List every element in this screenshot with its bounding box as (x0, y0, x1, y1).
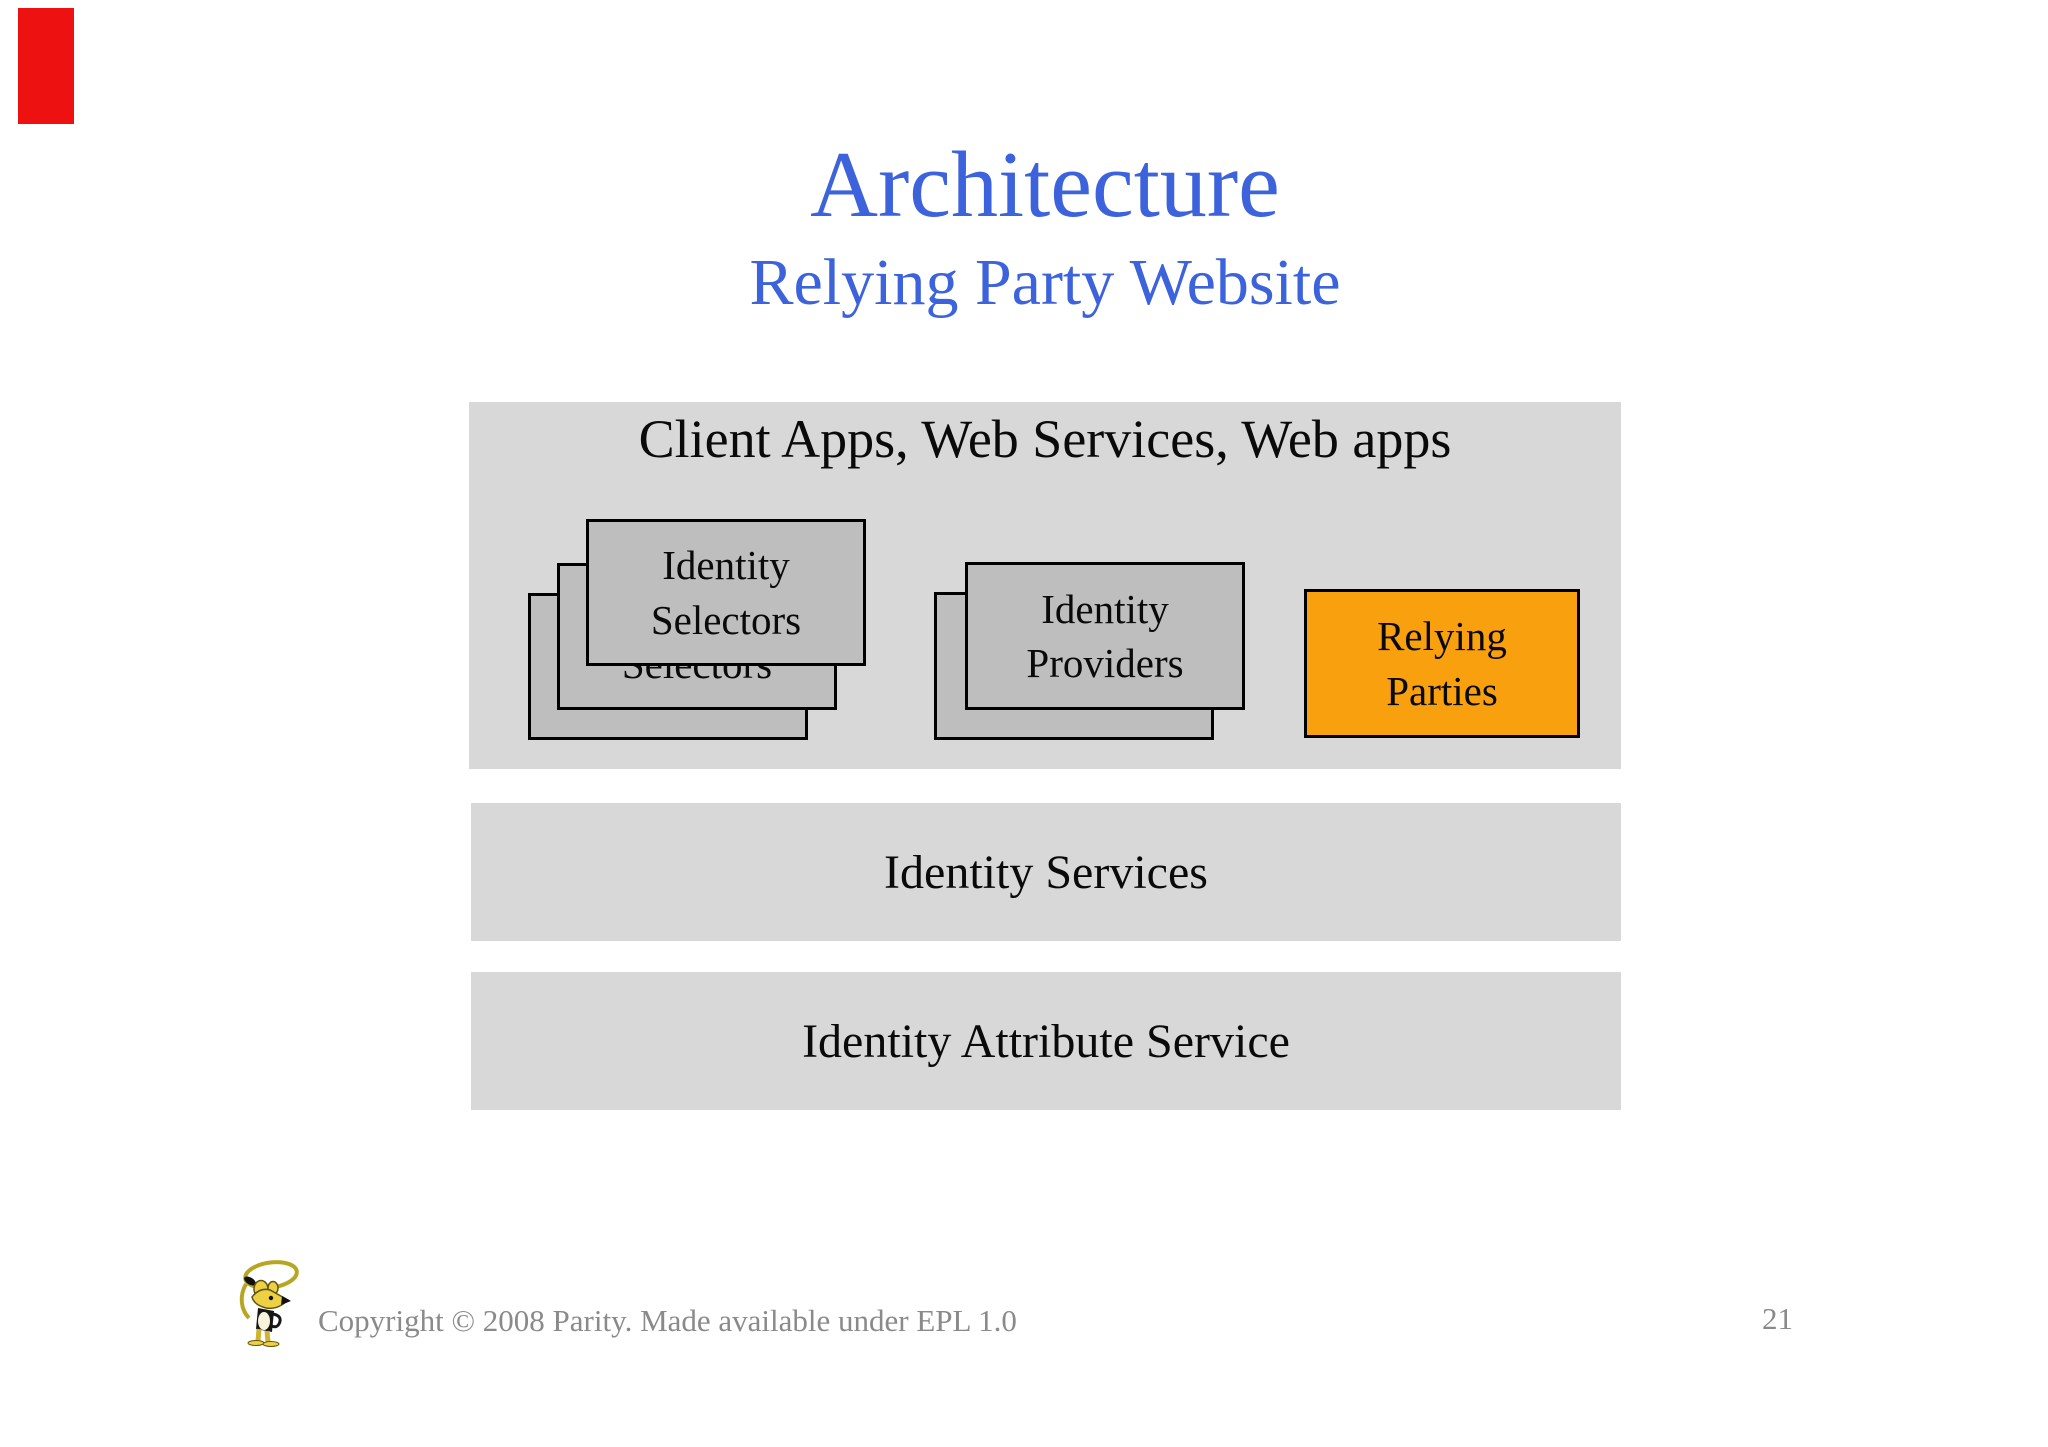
parity-mouse-logo-icon (239, 1260, 299, 1347)
page-subtitle: Relying Party Website (749, 246, 1341, 320)
identity-providers-box: Identity Providers (965, 562, 1245, 710)
page-title: Architecture (810, 133, 1280, 237)
red-marker-overlay (18, 8, 74, 124)
client-layer-label: Client Apps, Web Services, Web apps (638, 409, 1452, 469)
identity-providers-label: Identity Providers (1026, 585, 1184, 686)
identity-services-bar: Identity Services (471, 803, 1621, 941)
slide-header: Architecture Relying Party Website (0, 133, 2048, 320)
identity-selectors-label: Identity Selectors (650, 542, 802, 643)
identity-services-label: Identity Services (884, 845, 1208, 899)
page-number: 21 (1762, 1301, 1793, 1336)
identity-attribute-service-bar: Identity Attribute Service (471, 972, 1621, 1110)
identity-selectors-box: Identity Selectors (586, 519, 866, 666)
footer-copyright: Copyright © 2008 Parity. Made available … (318, 1303, 1017, 1338)
relying-parties-label: Relying Parties (1377, 613, 1507, 714)
relying-parties-box: Relying Parties (1304, 589, 1580, 738)
identity-attribute-service-label: Identity Attribute Service (802, 1014, 1290, 1068)
